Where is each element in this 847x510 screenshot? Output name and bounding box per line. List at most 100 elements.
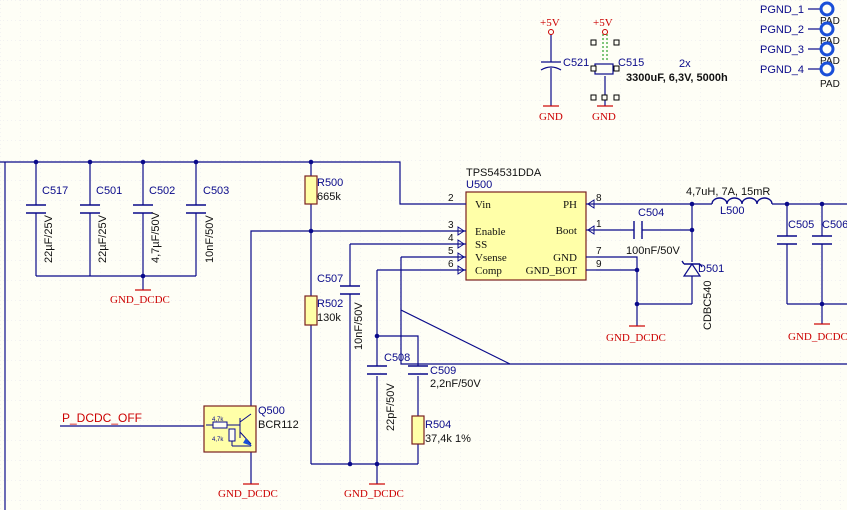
- c521-ref: C521: [563, 57, 589, 69]
- gnd-dcdc-output: GND_DCDC: [788, 323, 847, 343]
- capacitor-c504: C504 100nF/50V: [626, 207, 680, 257]
- r502-ref: R502: [317, 298, 343, 310]
- c501-value: 22µF/25V: [97, 214, 109, 263]
- c505-ref: C505: [788, 219, 814, 231]
- net-label-p-dcdc-off: P_DCDC_OFF: [62, 411, 142, 425]
- gnd-dcdc-input: GND_DCDC: [110, 289, 170, 306]
- c521-symbol: [540, 34, 562, 106]
- wires: [0, 161, 847, 510]
- pin-name-ss: SS: [475, 239, 487, 251]
- c501-ref: C501: [96, 185, 122, 197]
- r500-value: 665k: [317, 191, 341, 203]
- vcc-label-c521: +5V: [540, 17, 560, 29]
- pin-num-ph: 8: [596, 193, 602, 204]
- vcc-arrow-c521: [548, 29, 554, 35]
- inductor-l500: 4,7uH, 7A, 15mR L500: [686, 186, 773, 217]
- c515-ref: C515: [618, 57, 644, 69]
- gnd-dcdc-transistor: GND_DCDC: [218, 483, 278, 500]
- c509-value: 2,2nF/50V: [430, 378, 481, 390]
- pin-name-boot: Boot: [556, 225, 577, 237]
- pin-num-enable: 3: [448, 220, 454, 231]
- c504-value: 100nF/50V: [626, 245, 680, 257]
- pin-num-vsense: 5: [448, 246, 454, 257]
- gnd-label-c515: GND: [592, 111, 616, 123]
- gnd-dcdc-switch-label: GND_DCDC: [606, 332, 666, 344]
- ic-part-number: TPS54531DDA: [466, 167, 542, 179]
- input-capacitors: C517 C501 C502 C503 22µF/25V 22µF/25V 4,…: [26, 185, 229, 263]
- pin-num-comp: 6: [448, 259, 454, 270]
- gnd-dcdc-output-label: GND_DCDC: [788, 331, 847, 343]
- r504-ref: R504: [425, 419, 451, 431]
- pgnd-4-net: PGND_4: [760, 64, 804, 76]
- c503-value: 10nF/50V: [204, 215, 216, 263]
- ic-ref: U500: [466, 179, 492, 191]
- r502-value: 130k: [317, 312, 341, 324]
- bulk-capacitor-group: +5V C521 GND +5V C515 GND 2x: [539, 17, 728, 123]
- q500-r1: 4,7k: [212, 417, 224, 423]
- l500-value: 4,7uH, 7A, 15mR: [686, 186, 770, 198]
- pgnd-pad-3: PGND_3 PAD: [760, 41, 840, 67]
- pgnd-pad-1: PGND_1 PAD: [760, 1, 840, 27]
- pin-num-boot: 1: [596, 219, 602, 230]
- gnd-dcdc-comp-label: GND_DCDC: [344, 488, 404, 500]
- capacitor-c508: C508 22pF/50V: [367, 352, 410, 431]
- c502-value: 4,7µF/50V: [150, 211, 162, 263]
- bulk-cap-value: 3300uF, 6,3V, 5000h: [626, 72, 728, 84]
- pin-name-comp: Comp: [475, 265, 502, 277]
- capacitor-c507: C507 10nF/50V: [317, 273, 365, 350]
- pin-name-vsense: Vsense: [475, 252, 507, 264]
- pgnd-4-pad: PAD: [820, 79, 840, 90]
- q500-ref: Q500: [258, 405, 285, 417]
- pin-name-gnd-bot: GND_BOT: [526, 265, 578, 277]
- c504-ref: C504: [638, 207, 664, 219]
- pin-num-gnd-bot: 9: [596, 259, 602, 270]
- d501-value: CDBC540: [702, 280, 714, 330]
- pgnd-2-pad: PAD: [820, 36, 840, 47]
- c517-ref: C517: [42, 185, 68, 197]
- c509-ref: C509: [430, 365, 456, 377]
- c502-ref: C502: [149, 185, 175, 197]
- pin-num-vin: 2: [448, 193, 454, 204]
- c507-value: 10nF/50V: [353, 302, 365, 350]
- resistor-r500: R500 665k: [304, 175, 343, 205]
- gnd-dcdc-comp: GND_DCDC: [344, 483, 404, 500]
- c508-value: 22pF/50V: [385, 383, 397, 431]
- pgnd-pad-2: PGND_2 PAD: [760, 21, 840, 47]
- l500-ref: L500: [720, 205, 744, 217]
- r504-value: 37,4k 1%: [425, 433, 471, 445]
- gnd-dcdc-transistor-label: GND_DCDC: [218, 488, 278, 500]
- diode-d501: D501 CDBC540: [681, 260, 724, 330]
- bulk-cap-multiplier: 2x: [679, 58, 691, 70]
- pgnd-pad-4: PGND_4 PAD: [760, 61, 840, 90]
- pin-num-gnd: 7: [596, 246, 602, 257]
- c515-symbol: [594, 34, 614, 106]
- pgnd-3-net: PGND_3: [760, 44, 804, 56]
- d501-ref: D501: [698, 263, 724, 275]
- transistor-q500: 4,7k 4,7k Q500 BCR112: [203, 405, 299, 453]
- pgnd-2-net: PGND_2: [760, 24, 804, 36]
- vcc-arrow-c515: [602, 29, 608, 35]
- pin-name-gnd: GND: [553, 252, 577, 264]
- output-capacitors: C505 C506: [777, 219, 847, 245]
- pin-num-ss: 4: [448, 233, 454, 244]
- gnd-dcdc-input-label: GND_DCDC: [110, 294, 170, 306]
- pgnd-pad-group: PGND_1 PAD PGND_2 PAD PGND_3 PAD PGND_4 …: [760, 1, 840, 90]
- r500-ref: R500: [317, 177, 343, 189]
- pgnd-1-pad: PAD: [820, 16, 840, 27]
- q500-part: BCR112: [258, 419, 299, 431]
- pgnd-1-net: PGND_1: [760, 4, 804, 16]
- c508-ref: C508: [384, 352, 410, 364]
- gnd-dcdc-switch: GND_DCDC: [606, 325, 666, 344]
- resistor-r502: R502 130k: [304, 295, 343, 326]
- c515-pads: [590, 39, 620, 101]
- pin-name-ph: PH: [563, 199, 577, 211]
- vcc-label-c515: +5V: [593, 17, 613, 29]
- pgnd-3-pad: PAD: [820, 56, 840, 67]
- resistor-r504: R504 37,4k 1%: [411, 415, 471, 445]
- junction-dots: [33, 159, 825, 467]
- capacitor-c509: C509 2,2nF/50V: [408, 365, 481, 390]
- ic-u500: TPS54531DDA U500 2 3 4 5 6: [444, 167, 602, 281]
- c503-ref: C503: [203, 185, 229, 197]
- gnd-label-c521: GND: [539, 111, 563, 123]
- q500-r2: 4,7k: [212, 437, 224, 443]
